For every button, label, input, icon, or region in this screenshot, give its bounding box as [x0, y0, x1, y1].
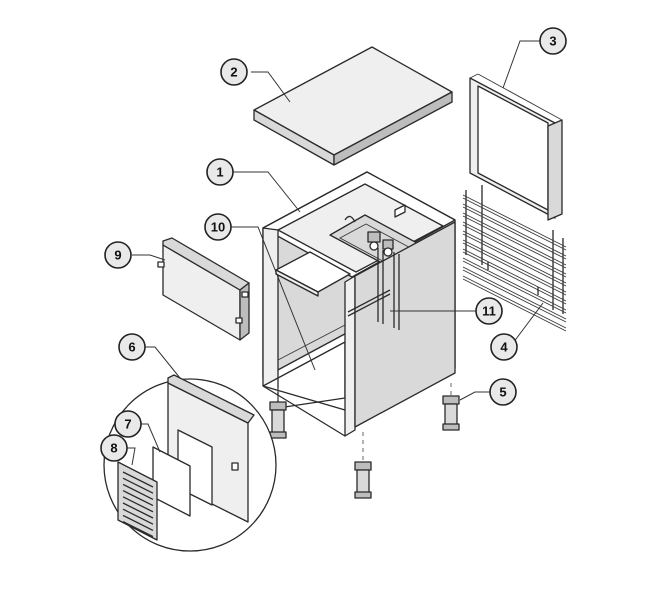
louver-slat	[122, 508, 154, 525]
callout-10-label: 10	[211, 220, 225, 235]
callout-3-label: 3	[549, 34, 556, 49]
callout-4: 4	[490, 333, 518, 361]
grille-bar	[462, 278, 567, 332]
callout-10: 10	[204, 213, 232, 241]
part-rear-panel	[469, 73, 563, 221]
callout-5: 5	[489, 378, 517, 406]
grille-bar	[462, 224, 567, 278]
detail-circle	[103, 374, 277, 552]
callout-11-label: 11	[482, 304, 496, 319]
louver-slat	[122, 483, 154, 500]
grille-bar	[462, 197, 567, 251]
part-cabinet-body	[262, 171, 456, 437]
callout-9: 9	[104, 241, 132, 269]
grille-bar	[462, 239, 567, 293]
callout-7-label: 7	[124, 417, 131, 432]
callout-9-label: 9	[114, 248, 121, 263]
louver-slat	[122, 502, 154, 519]
grille-bar	[462, 215, 567, 269]
callout-8: 8	[100, 434, 128, 462]
callout-1-label: 1	[216, 165, 223, 180]
grille-bar	[462, 233, 567, 287]
callout-6-label: 6	[128, 340, 135, 355]
grille-bar	[462, 269, 567, 323]
grille-bar	[462, 206, 567, 260]
grille-bar	[462, 266, 567, 320]
grille-bar	[462, 248, 567, 302]
louver-slat	[122, 477, 154, 494]
callout-8-label: 8	[110, 441, 117, 456]
grille-bar	[462, 257, 567, 311]
grille-bar	[462, 203, 567, 257]
callout-1: 1	[206, 158, 234, 186]
callout-3: 3	[539, 27, 567, 55]
grille-bar	[462, 221, 567, 275]
louver-slat	[122, 471, 154, 488]
part-side-panel	[157, 237, 250, 341]
callout-2-label: 2	[230, 65, 237, 80]
grille-bar	[462, 242, 567, 296]
part-feet	[269, 383, 460, 499]
grille-bar	[462, 275, 567, 329]
louver-slat	[122, 514, 154, 531]
part-top-cover	[253, 46, 453, 166]
grille-bar	[462, 194, 567, 248]
callout-11: 11	[475, 297, 503, 325]
grille-bar	[462, 260, 567, 314]
part-condenser-grille	[462, 185, 567, 332]
callout-7: 7	[114, 410, 142, 438]
callout-6: 6	[118, 333, 146, 361]
callout-5-label: 5	[499, 385, 506, 400]
grille-bar	[462, 212, 567, 266]
louver-slat	[122, 496, 154, 513]
callout-2: 2	[220, 58, 248, 86]
louver-slat	[122, 490, 154, 507]
callout-4-label: 4	[500, 340, 508, 355]
louver-slat	[122, 521, 154, 538]
grille-bar	[462, 230, 567, 284]
grille-bar	[462, 251, 567, 305]
